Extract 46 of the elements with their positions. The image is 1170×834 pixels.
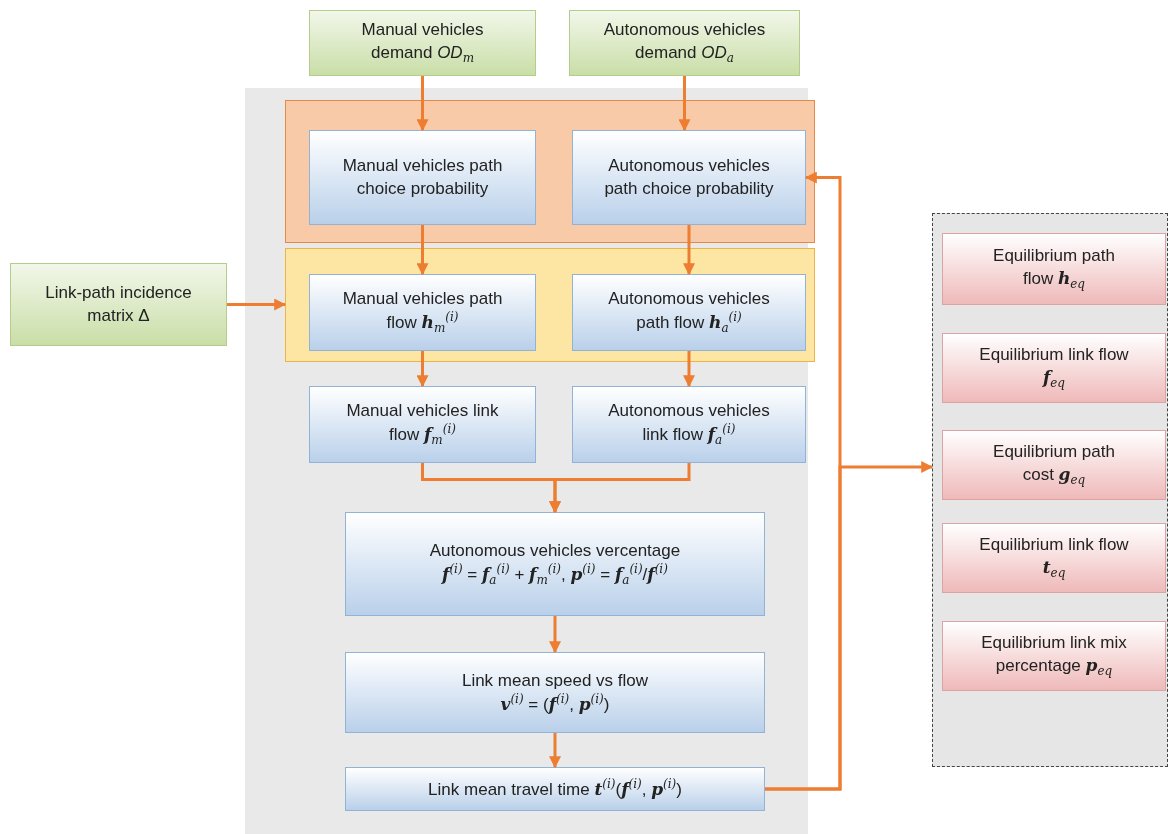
arrow xyxy=(416,225,429,276)
box-label: Autonomous vehicles vercentage xyxy=(428,539,682,562)
output-box xyxy=(942,523,1166,593)
output-box xyxy=(942,333,1166,403)
process-box xyxy=(572,130,806,225)
arrow xyxy=(549,616,561,654)
box-label: Equilibrium path cost g$_{eq}$ xyxy=(992,440,1116,490)
process-box xyxy=(345,512,765,616)
arrow xyxy=(683,351,695,388)
output-box xyxy=(942,233,1166,305)
box-label: Equilibrium path flow h$_{eq}$ xyxy=(992,244,1116,294)
arrow xyxy=(416,351,429,388)
group-panel xyxy=(285,248,815,362)
formula-text: f$^{(i)}$ = f$_{a}$$^{(i)}$ + f$_{m}$$^{(i)}$, p$^{(i)}$ = f$_{a}$$^{(i)}$/f$^{(i)}$ xyxy=(440,561,669,589)
output-box xyxy=(942,621,1166,691)
arrow xyxy=(765,461,934,791)
process-box xyxy=(309,386,536,463)
box-label: Manual vehicles path choice probability xyxy=(341,155,504,200)
box-label: Autonomous vehicles path choice probability xyxy=(603,155,775,200)
arrow xyxy=(416,76,429,132)
box-label: Link-path incidence matrix Δ xyxy=(44,282,193,327)
arrow xyxy=(227,298,287,311)
process-box xyxy=(309,274,536,351)
box-label: Equilibrium link flow f$_{eq}$ xyxy=(978,343,1130,393)
formula-text: v$^{(i)}$ = (f$^{(i)}$, p$^{(i)}$) xyxy=(499,691,611,716)
box-label: Link mean speed vs flow xyxy=(460,669,650,692)
output-box xyxy=(942,430,1166,500)
box-label: Equilibrium link flow t$_{eq}$ xyxy=(978,533,1130,583)
process-box xyxy=(345,767,765,811)
input-box xyxy=(10,263,227,346)
group-panel xyxy=(285,100,815,243)
input-box xyxy=(309,10,536,76)
input-box xyxy=(569,10,800,76)
group-panel xyxy=(932,213,1168,767)
process-box xyxy=(345,652,765,733)
box-label: Link mean travel time t$^{(i)}$(f$^{(i)}$, p$^{(i)}$) xyxy=(427,777,683,801)
process-box xyxy=(572,274,806,351)
box-label: Equilibrium link mix percentage p$_{eq}$ xyxy=(980,631,1128,681)
process-box xyxy=(309,130,536,225)
box-label: Autonomous vehicles demand OD$_{a}$ xyxy=(602,19,767,67)
arrow xyxy=(549,733,561,769)
box-label: Manual vehicles demand OD$_{m}$ xyxy=(360,19,485,67)
arrow xyxy=(549,463,691,514)
process-box xyxy=(572,386,806,463)
arrow xyxy=(683,225,695,276)
arrow xyxy=(678,76,691,132)
